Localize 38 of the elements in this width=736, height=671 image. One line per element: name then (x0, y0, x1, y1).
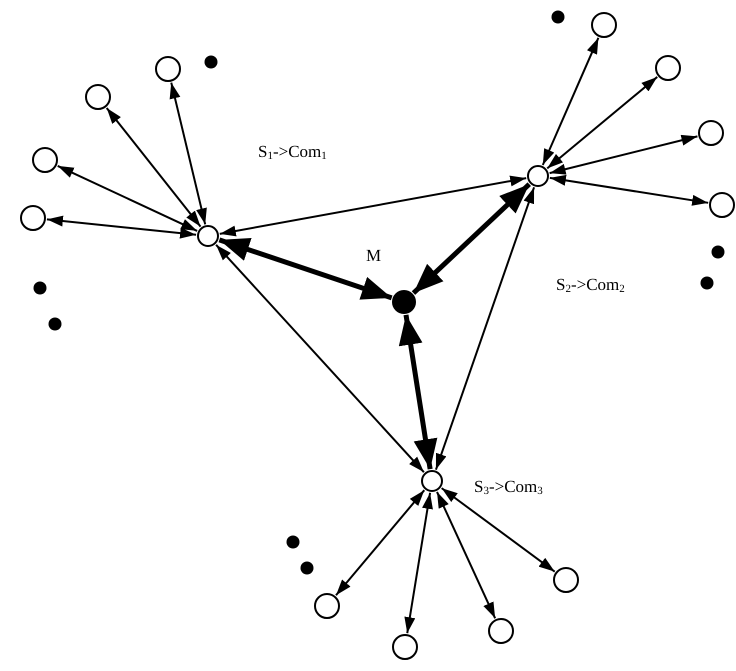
filled-circle (392, 290, 416, 314)
open-circle (698, 120, 724, 146)
open-circle (655, 55, 681, 81)
arrow (404, 492, 433, 634)
arrow (335, 490, 426, 596)
node-label: M (366, 247, 382, 264)
arrow (215, 244, 425, 473)
arrow (441, 487, 556, 572)
arrow (106, 107, 202, 228)
arrow (549, 134, 698, 175)
arrow (546, 76, 658, 170)
thick-arrow (218, 237, 392, 300)
open-circle (527, 165, 549, 187)
hub-label: S$_{1}$->Com$_{1}$ (258, 143, 327, 162)
arrow (57, 165, 198, 232)
open-circle (314, 593, 340, 619)
open-circle (32, 147, 58, 173)
open-circle (553, 567, 579, 593)
arrow (170, 82, 207, 225)
open-circle (20, 205, 46, 231)
open-circle (85, 84, 111, 110)
open-circle (155, 56, 181, 82)
thick-arrow (398, 314, 438, 470)
open-circle (488, 618, 514, 644)
arrow (435, 187, 535, 470)
arrow (542, 37, 600, 166)
arrow (220, 176, 526, 236)
node-label: S$_{3}$->Com$_{3}$ (474, 478, 543, 497)
open-circle (197, 225, 219, 247)
open-circle (709, 192, 735, 218)
arrow (550, 174, 708, 206)
open-circle (591, 12, 617, 38)
thick-arrow (412, 182, 531, 295)
open-circle (421, 470, 443, 492)
hub-label: S$_{2}$->Com$_{2}$ (556, 276, 625, 295)
arrow (46, 216, 196, 239)
open-circle (392, 634, 418, 660)
arrow (436, 491, 496, 619)
